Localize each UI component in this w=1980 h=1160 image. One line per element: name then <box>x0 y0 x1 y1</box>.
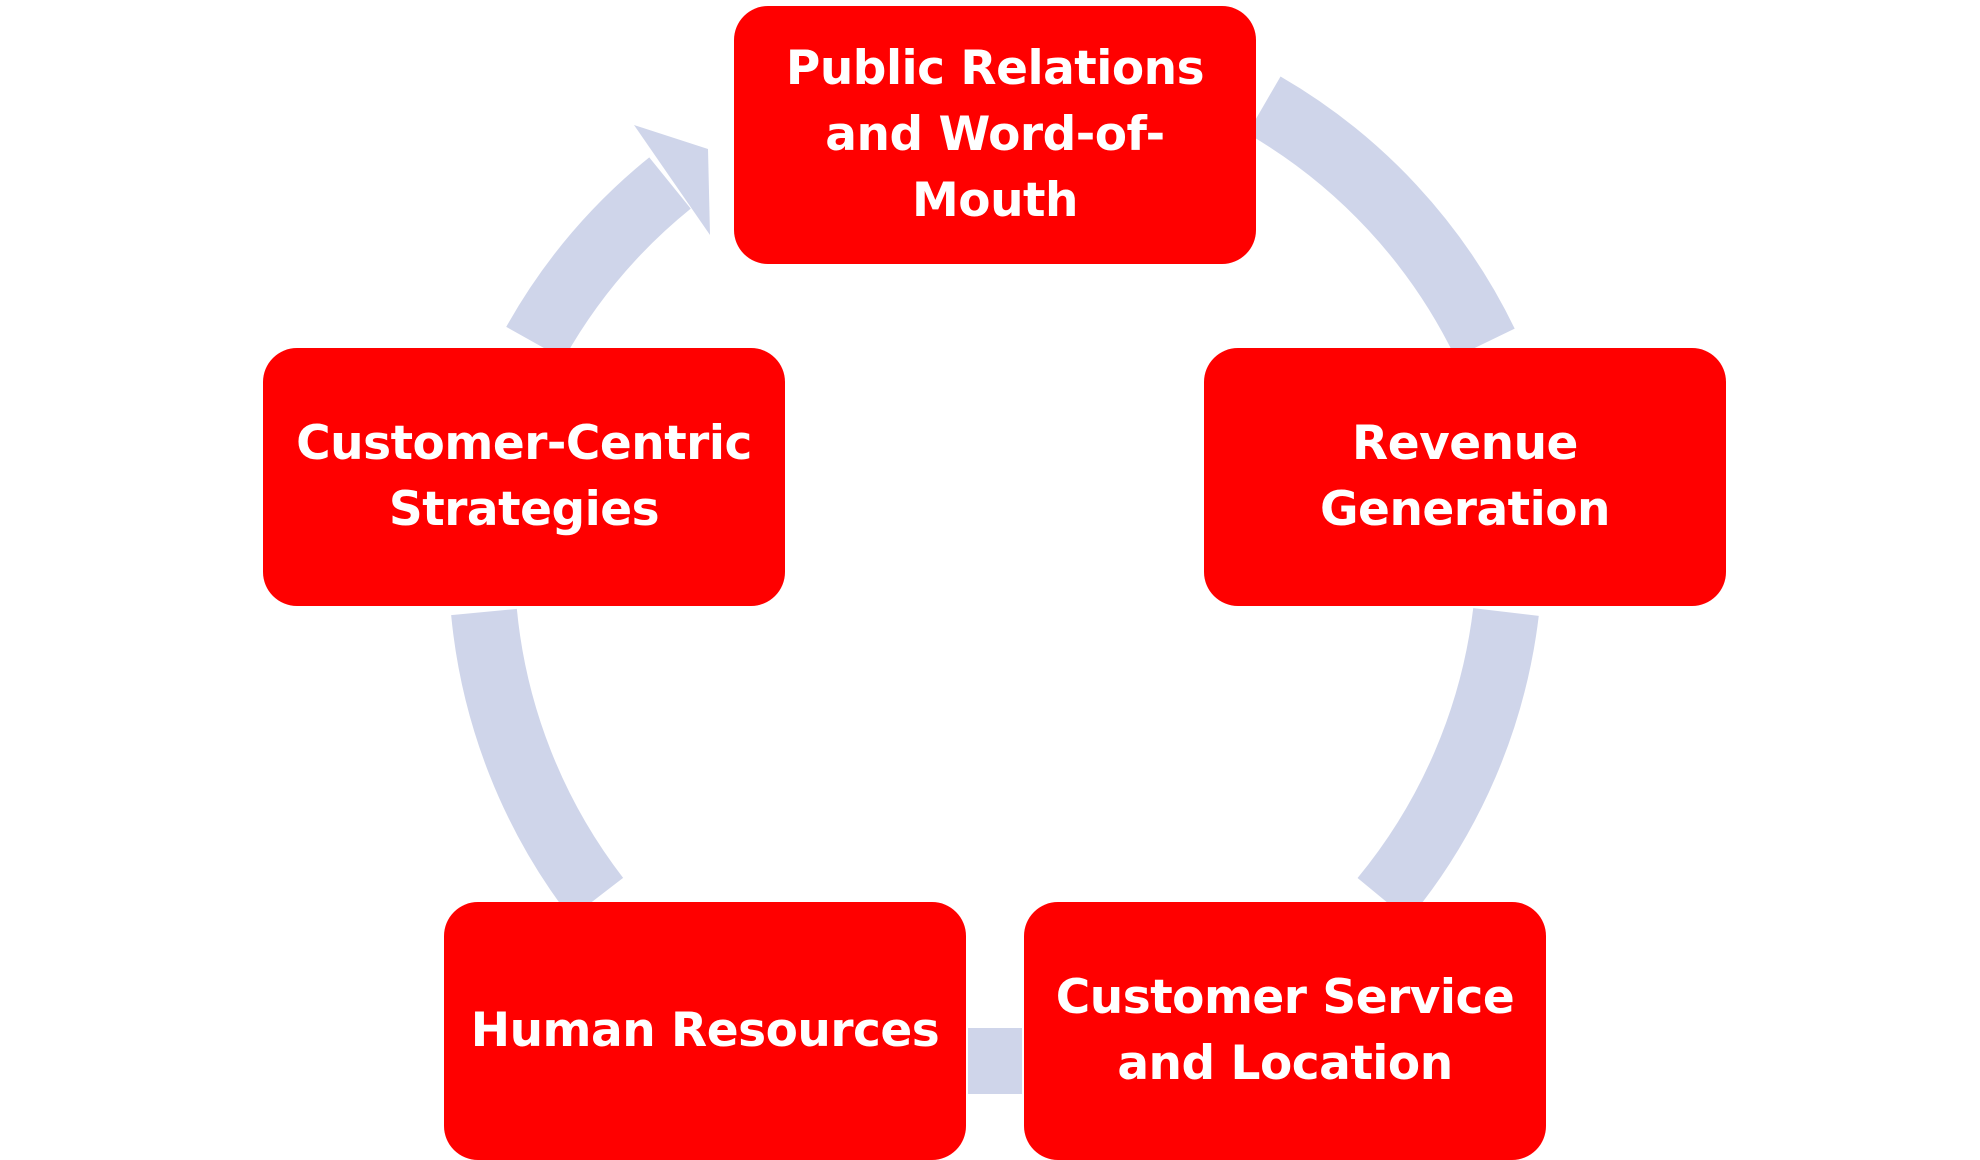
connector-arc-2-3 <box>1357 607 1539 921</box>
cycle-node-customer-centric: Customer-Centric Strategies <box>263 348 785 606</box>
cycle-node-public-relations: Public Relations and Word-of-Mouth <box>734 6 1256 264</box>
cycle-ring <box>451 76 1539 1094</box>
connector-arc-1-2 <box>1247 76 1515 358</box>
cycle-node-human-resources: Human Resources <box>444 902 966 1160</box>
cycle-node-customer-service: Customer Service and Location <box>1024 902 1546 1160</box>
connector-arc-5-1 <box>506 157 692 360</box>
cycle-node-label: Revenue Generation <box>1319 416 1611 537</box>
cycle-node-label: Human Resources <box>470 1003 940 1058</box>
cycle-node-label: Customer Service and Location <box>1055 970 1515 1091</box>
arrowhead-icon <box>634 125 710 235</box>
cycle-node-label: Public Relations and Word-of-Mouth <box>785 41 1205 228</box>
cycle-node-label: Customer-Centric Strategies <box>296 416 752 537</box>
connector-arc-4-5 <box>451 608 624 919</box>
cycle-node-revenue-generation: Revenue Generation <box>1204 348 1726 606</box>
